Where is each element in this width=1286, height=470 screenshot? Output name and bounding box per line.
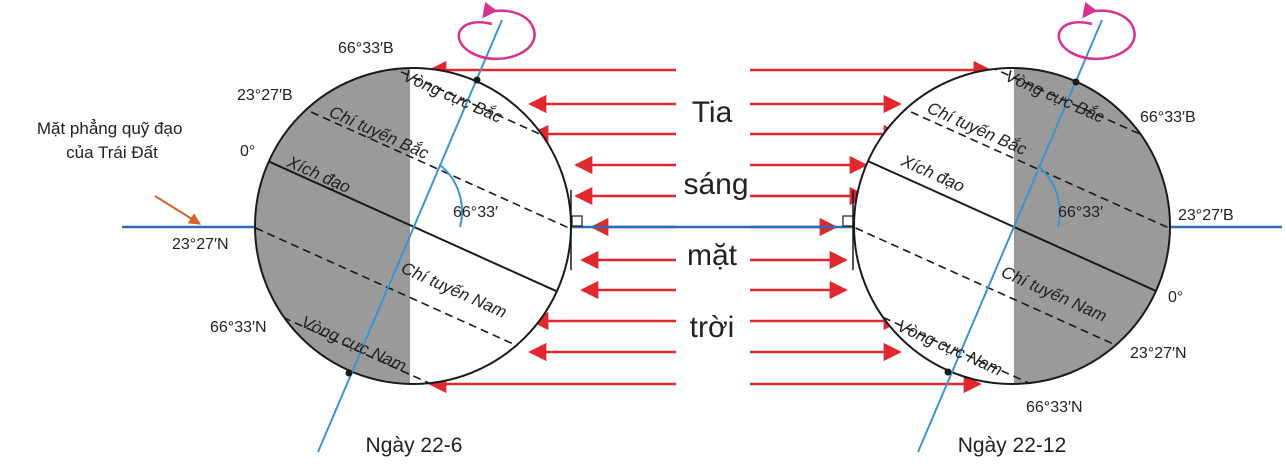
earth-axis-june [317,19,503,453]
right-angle-mark-june [571,215,583,227]
tropic-capricorn-line-june [255,211,571,384]
caption-december: Ngày 22-12 [958,434,1067,457]
lat-23N-label-june: 23°27′B [237,87,293,104]
sun-ray-word-1: Tia [692,96,733,129]
right-angle-mark-december [842,215,854,227]
lat-23S-label-june: 23°27′N [172,236,229,253]
lat-66S-label-december: 66°33′N [1026,399,1083,416]
sun-ray-word-4: trời [690,311,735,344]
angle-label-june: 66°33′ [453,204,498,221]
angle-label-december: 66°33′ [1058,204,1103,221]
rotation-arrow-december [1057,1,1136,61]
lat-23N-label-december: 23°27′B [1178,207,1234,224]
earth-axis-december [917,19,1103,453]
angle-arc-june [439,164,463,228]
pole-dot-south-december [944,368,952,376]
lat-0-label-december: 0° [1168,289,1183,306]
lat-66S-label-june: 66°33′N [210,319,267,336]
caption-june: Ngày 22-6 [366,434,463,457]
lat-66N-label-june: 66°33′B [338,40,394,57]
sun-ray-word-2: sáng [683,168,748,201]
rotation-arrow-june [457,1,536,61]
lat-66N-label-december: 66°33′B [1140,109,1196,126]
angle-arc-december [1037,165,1061,228]
pole-dot-south-june [345,369,353,377]
orbit-plane-pointer [154,195,202,225]
orbit-plane-caption: Mặt phẳng quỹ đạo của Trái Đất [37,119,187,162]
pole-dot-north-december [1072,78,1080,86]
arctic-circle-line-june [329,68,571,171]
lat-23S-label-december: 23°27′N [1130,345,1187,362]
sun-ray-word-3: mặt [687,239,738,272]
tropic-capricorn-line-december [854,211,1170,384]
pole-dot-north-june [473,76,481,84]
lat-0-label-june: 0° [240,143,255,160]
arctic-circle-line-december [929,68,1170,171]
